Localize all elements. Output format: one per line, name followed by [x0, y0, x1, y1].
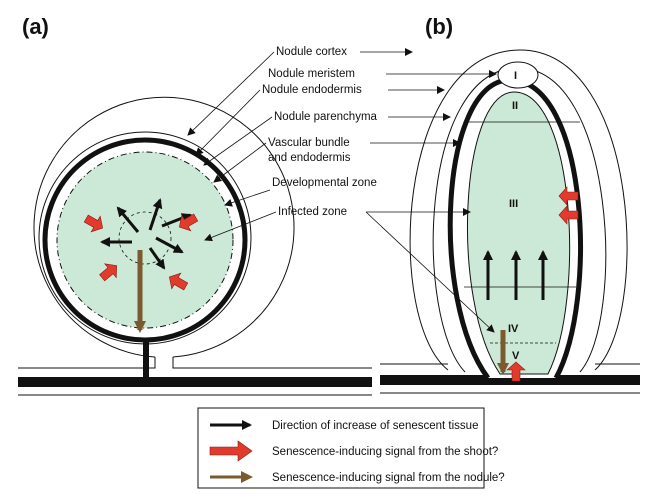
label-nodule-endodermis: Nodule endodermis	[262, 84, 362, 96]
meristem-b	[497, 61, 539, 89]
senescence-direction-arrows-b	[483, 250, 548, 300]
panel-label-b: (b)	[425, 14, 453, 39]
legend-item-red: Senescence-inducing signal from the shoo…	[209, 440, 498, 462]
label-and-endodermis: and endodermis	[268, 152, 351, 164]
legend-item-black: Direction of increase of senescent tissu…	[210, 420, 478, 432]
legend-text-black: Direction of increase of senescent tissu…	[272, 420, 478, 432]
panel-a-nodule	[18, 96, 372, 396]
label-infected-zone: Infected zone	[278, 206, 347, 218]
zone-label-II: II	[512, 100, 518, 112]
annotation-labels: Nodule cortex Nodule meristem Nodule end…	[187, 46, 497, 333]
nodule-cortex-outline-a	[33, 96, 295, 358]
legend-item-brown: Senescence-inducing signal from the nodu…	[210, 471, 505, 484]
panel-label-a: (a)	[22, 14, 49, 39]
zone-label-IV: IV	[508, 323, 519, 335]
infected-zone-a	[56, 151, 234, 329]
label-nodule-meristem: Nodule meristem	[268, 68, 355, 80]
zone-label-V: V	[512, 350, 520, 362]
legend-text-brown: Senescence-inducing signal from the nodu…	[272, 472, 505, 484]
label-nodule-cortex: Nodule cortex	[276, 46, 347, 58]
root-vascular-a	[18, 377, 372, 387]
legend-text-red: Senescence-inducing signal from the shoo…	[272, 446, 498, 458]
zone-label-III: III	[509, 198, 518, 210]
senescence-direction-arrows-a	[100, 198, 192, 270]
label-developmental-zone: Developmental zone	[272, 177, 377, 189]
legend: Direction of increase of senescent tissu…	[197, 407, 505, 489]
zone-label-I: I	[514, 70, 517, 82]
nodule-cortex-outline-b	[409, 49, 628, 371]
label-vascular-bundle: Vascular bundle	[268, 137, 350, 149]
label-nodule-parenchyma: Nodule parenchyma	[274, 111, 378, 123]
infected-zone-b	[467, 91, 571, 375]
root-vascular-b	[380, 375, 640, 385]
panel-b-nodule: I II III IV V	[380, 49, 640, 394]
